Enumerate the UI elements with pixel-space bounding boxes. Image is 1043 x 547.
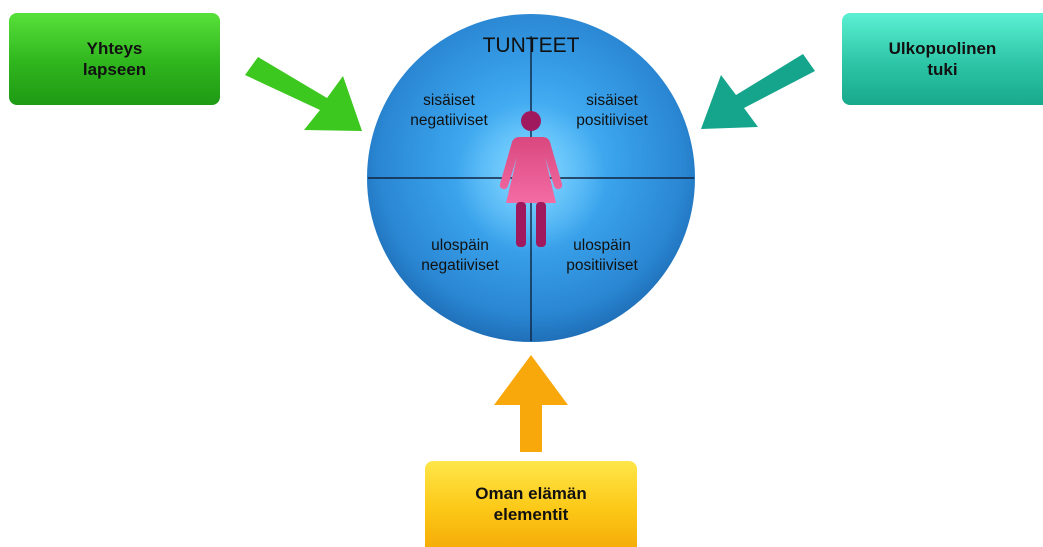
arrow-green	[245, 57, 362, 131]
circle-title: TUNTEET	[483, 34, 580, 57]
box-yhteys-lapseen: Yhteys lapseen	[9, 13, 220, 105]
box-oman-elaman-elementit: Oman elämän elementit	[425, 461, 637, 547]
label-bottom-left-2: negatiiviset	[421, 257, 499, 274]
label-bottom-right-2: positiiviset	[566, 257, 638, 274]
woman-icon	[499, 111, 563, 247]
box-ulkopuolinen-tuki: Ulkopuolinen tuki	[842, 13, 1043, 105]
label-top-left-1: sisäiset	[423, 92, 475, 109]
label-bottom-right-1: ulospäin	[573, 237, 631, 254]
arrow-teal	[701, 54, 815, 129]
label-top-right-2: positiiviset	[576, 112, 648, 129]
label-bottom-left-1: ulospäin	[431, 237, 489, 254]
box-oman-elaman-elementit-label: Oman elämän elementit	[475, 484, 587, 524]
label-top-left-2: negatiiviset	[410, 112, 488, 129]
box-yhteys-lapseen-label: Yhteys lapseen	[82, 39, 147, 79]
box-ulkopuolinen-tuki-label: Ulkopuolinen tuki	[888, 39, 997, 79]
label-top-right-1: sisäiset	[586, 92, 638, 109]
arrow-orange	[494, 355, 568, 452]
